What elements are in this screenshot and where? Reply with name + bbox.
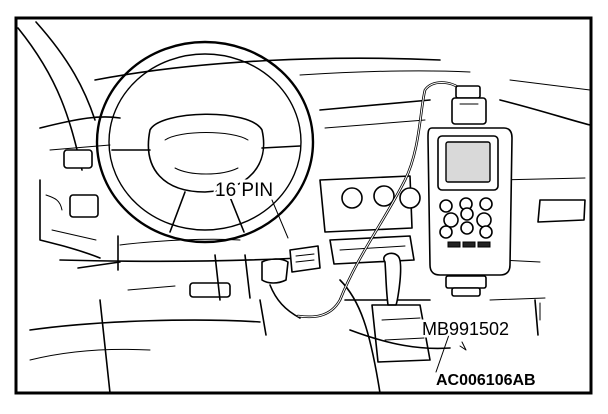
scan-tool-icon (427, 85, 513, 297)
leader-lines (271, 199, 541, 373)
connector-label: 16 PIN (215, 180, 273, 201)
steering-wheel-icon (95, 40, 315, 244)
figure-code: AC006106AB (436, 372, 536, 389)
diagnostic-cable-icon (296, 81, 464, 319)
diagnosis-connector-icon (261, 245, 321, 319)
tool-label: MB991502 (422, 319, 509, 339)
dashboard-drawing (17, 21, 591, 394)
gear-shift-icon (371, 252, 431, 363)
